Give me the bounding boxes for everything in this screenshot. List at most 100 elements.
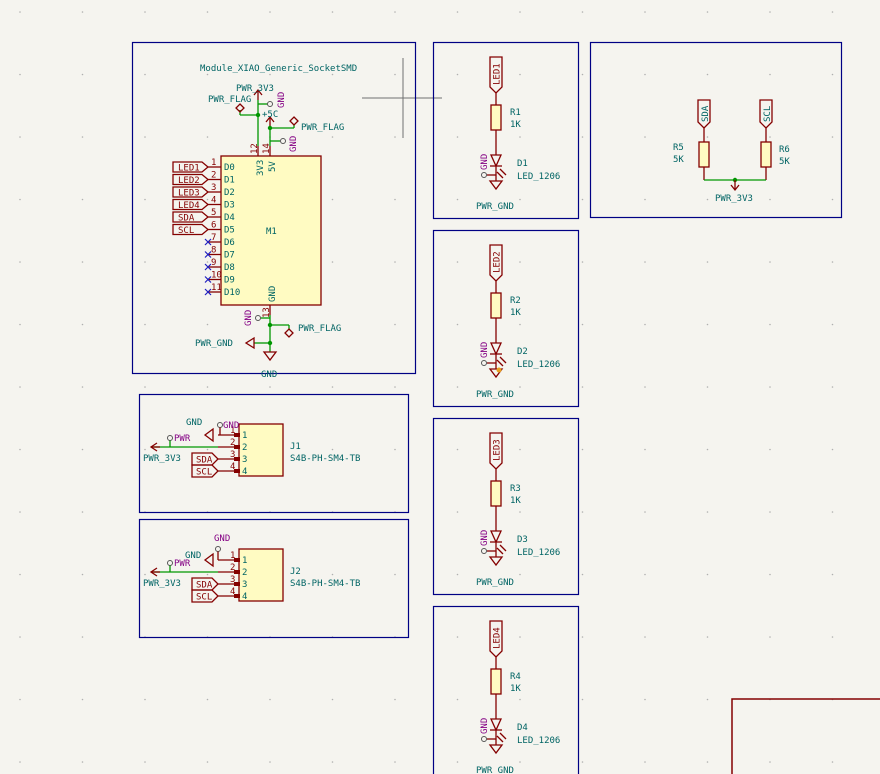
gnd-pin-circle <box>267 101 273 107</box>
connector-sheet-box <box>138 393 410 514</box>
connector-body[interactable] <box>238 548 284 602</box>
net-label-flag <box>489 620 503 658</box>
led-diode-icon[interactable] <box>489 154 507 179</box>
r6-ref: R6 <box>779 145 790 155</box>
resistor[interactable] <box>490 292 502 319</box>
pullup-resistors[interactable]: SDA R5 5K SCL R6 5K PWR_3V3 <box>673 99 790 204</box>
net-label-flag <box>489 56 503 94</box>
pin-number: 13 <box>262 307 272 318</box>
grid-dot <box>394 261 396 263</box>
net-label-scl: SCL <box>178 226 194 236</box>
grid-dot <box>581 698 584 701</box>
resistor[interactable] <box>490 668 502 695</box>
gnd-5v-label: GND <box>289 136 299 152</box>
grid-dot <box>519 136 521 138</box>
connector-sheet-box <box>138 518 410 639</box>
grid-dot <box>831 448 834 451</box>
grid-dot <box>81 698 84 701</box>
grid-dot <box>81 261 84 263</box>
grid-dot <box>456 136 459 138</box>
resistor-r5[interactable] <box>698 141 710 168</box>
gnd-label: GND <box>480 154 490 170</box>
grid-dot <box>706 511 709 513</box>
erc-marker-icon[interactable] <box>496 367 502 373</box>
mcu-power-net[interactable]: PWR_3V3 GND PWR_FLAG +5C PWR_FLAG GND 12… <box>208 84 344 156</box>
net-label-sda: SDA <box>178 214 195 224</box>
pin-number: 2 <box>230 438 235 448</box>
gnd-pin-circle <box>481 172 487 178</box>
resistor[interactable] <box>490 104 502 131</box>
resistor-value: 1K <box>510 684 521 694</box>
led-diode-icon[interactable] <box>489 530 507 555</box>
grid-dot <box>144 261 146 263</box>
grid-dot <box>706 448 709 451</box>
grid-dot <box>831 198 834 201</box>
grid-dot <box>769 448 771 451</box>
grid-dot <box>456 698 459 701</box>
no-connect-icon <box>204 288 212 296</box>
grid-dot <box>456 386 459 388</box>
gnd-power-label: GND <box>223 421 239 431</box>
gnd-pin-circle <box>481 548 487 554</box>
grid-dot <box>331 761 334 763</box>
gnd-label: GND <box>185 551 201 561</box>
pin-number: 1 <box>211 158 216 168</box>
grid-dot <box>831 261 834 263</box>
gnd-pin-circle <box>481 360 487 366</box>
pwr-3v3-label: PWR_3V3 <box>236 84 274 94</box>
grid-dot <box>81 198 84 201</box>
sda-label-flag <box>697 99 711 129</box>
grid-dot <box>706 261 709 263</box>
pin-label: 3 <box>242 580 247 590</box>
pin-name: D3 <box>224 201 235 211</box>
resistor[interactable] <box>490 480 502 507</box>
grid-dot <box>769 386 771 388</box>
grid-dot <box>644 761 646 763</box>
gnd-symbol-icon <box>203 427 214 443</box>
grid-dot <box>519 261 521 263</box>
mcu-gnd-net[interactable]: 13 GND PWR_FLAG PWR_GND GND <box>195 305 341 380</box>
diode-value: LED_1206 <box>517 548 560 558</box>
connector-body[interactable] <box>238 423 284 477</box>
led-net-label: LED1 <box>493 63 503 85</box>
grid-dot <box>769 323 771 326</box>
resistor-r6[interactable] <box>760 141 772 168</box>
grid-dot <box>831 11 834 13</box>
gnd-symbol-icon <box>262 351 278 362</box>
grid-dot <box>269 698 271 701</box>
gnd-pin-circle <box>217 422 223 428</box>
grid-dot <box>706 11 709 13</box>
grid-dot <box>519 11 521 13</box>
grid-dot <box>144 198 146 201</box>
diode-value: LED_1206 <box>517 736 560 746</box>
grid-dot <box>456 73 459 76</box>
partial-sheet-box[interactable] <box>731 698 880 774</box>
mcu-body[interactable] <box>220 155 322 306</box>
